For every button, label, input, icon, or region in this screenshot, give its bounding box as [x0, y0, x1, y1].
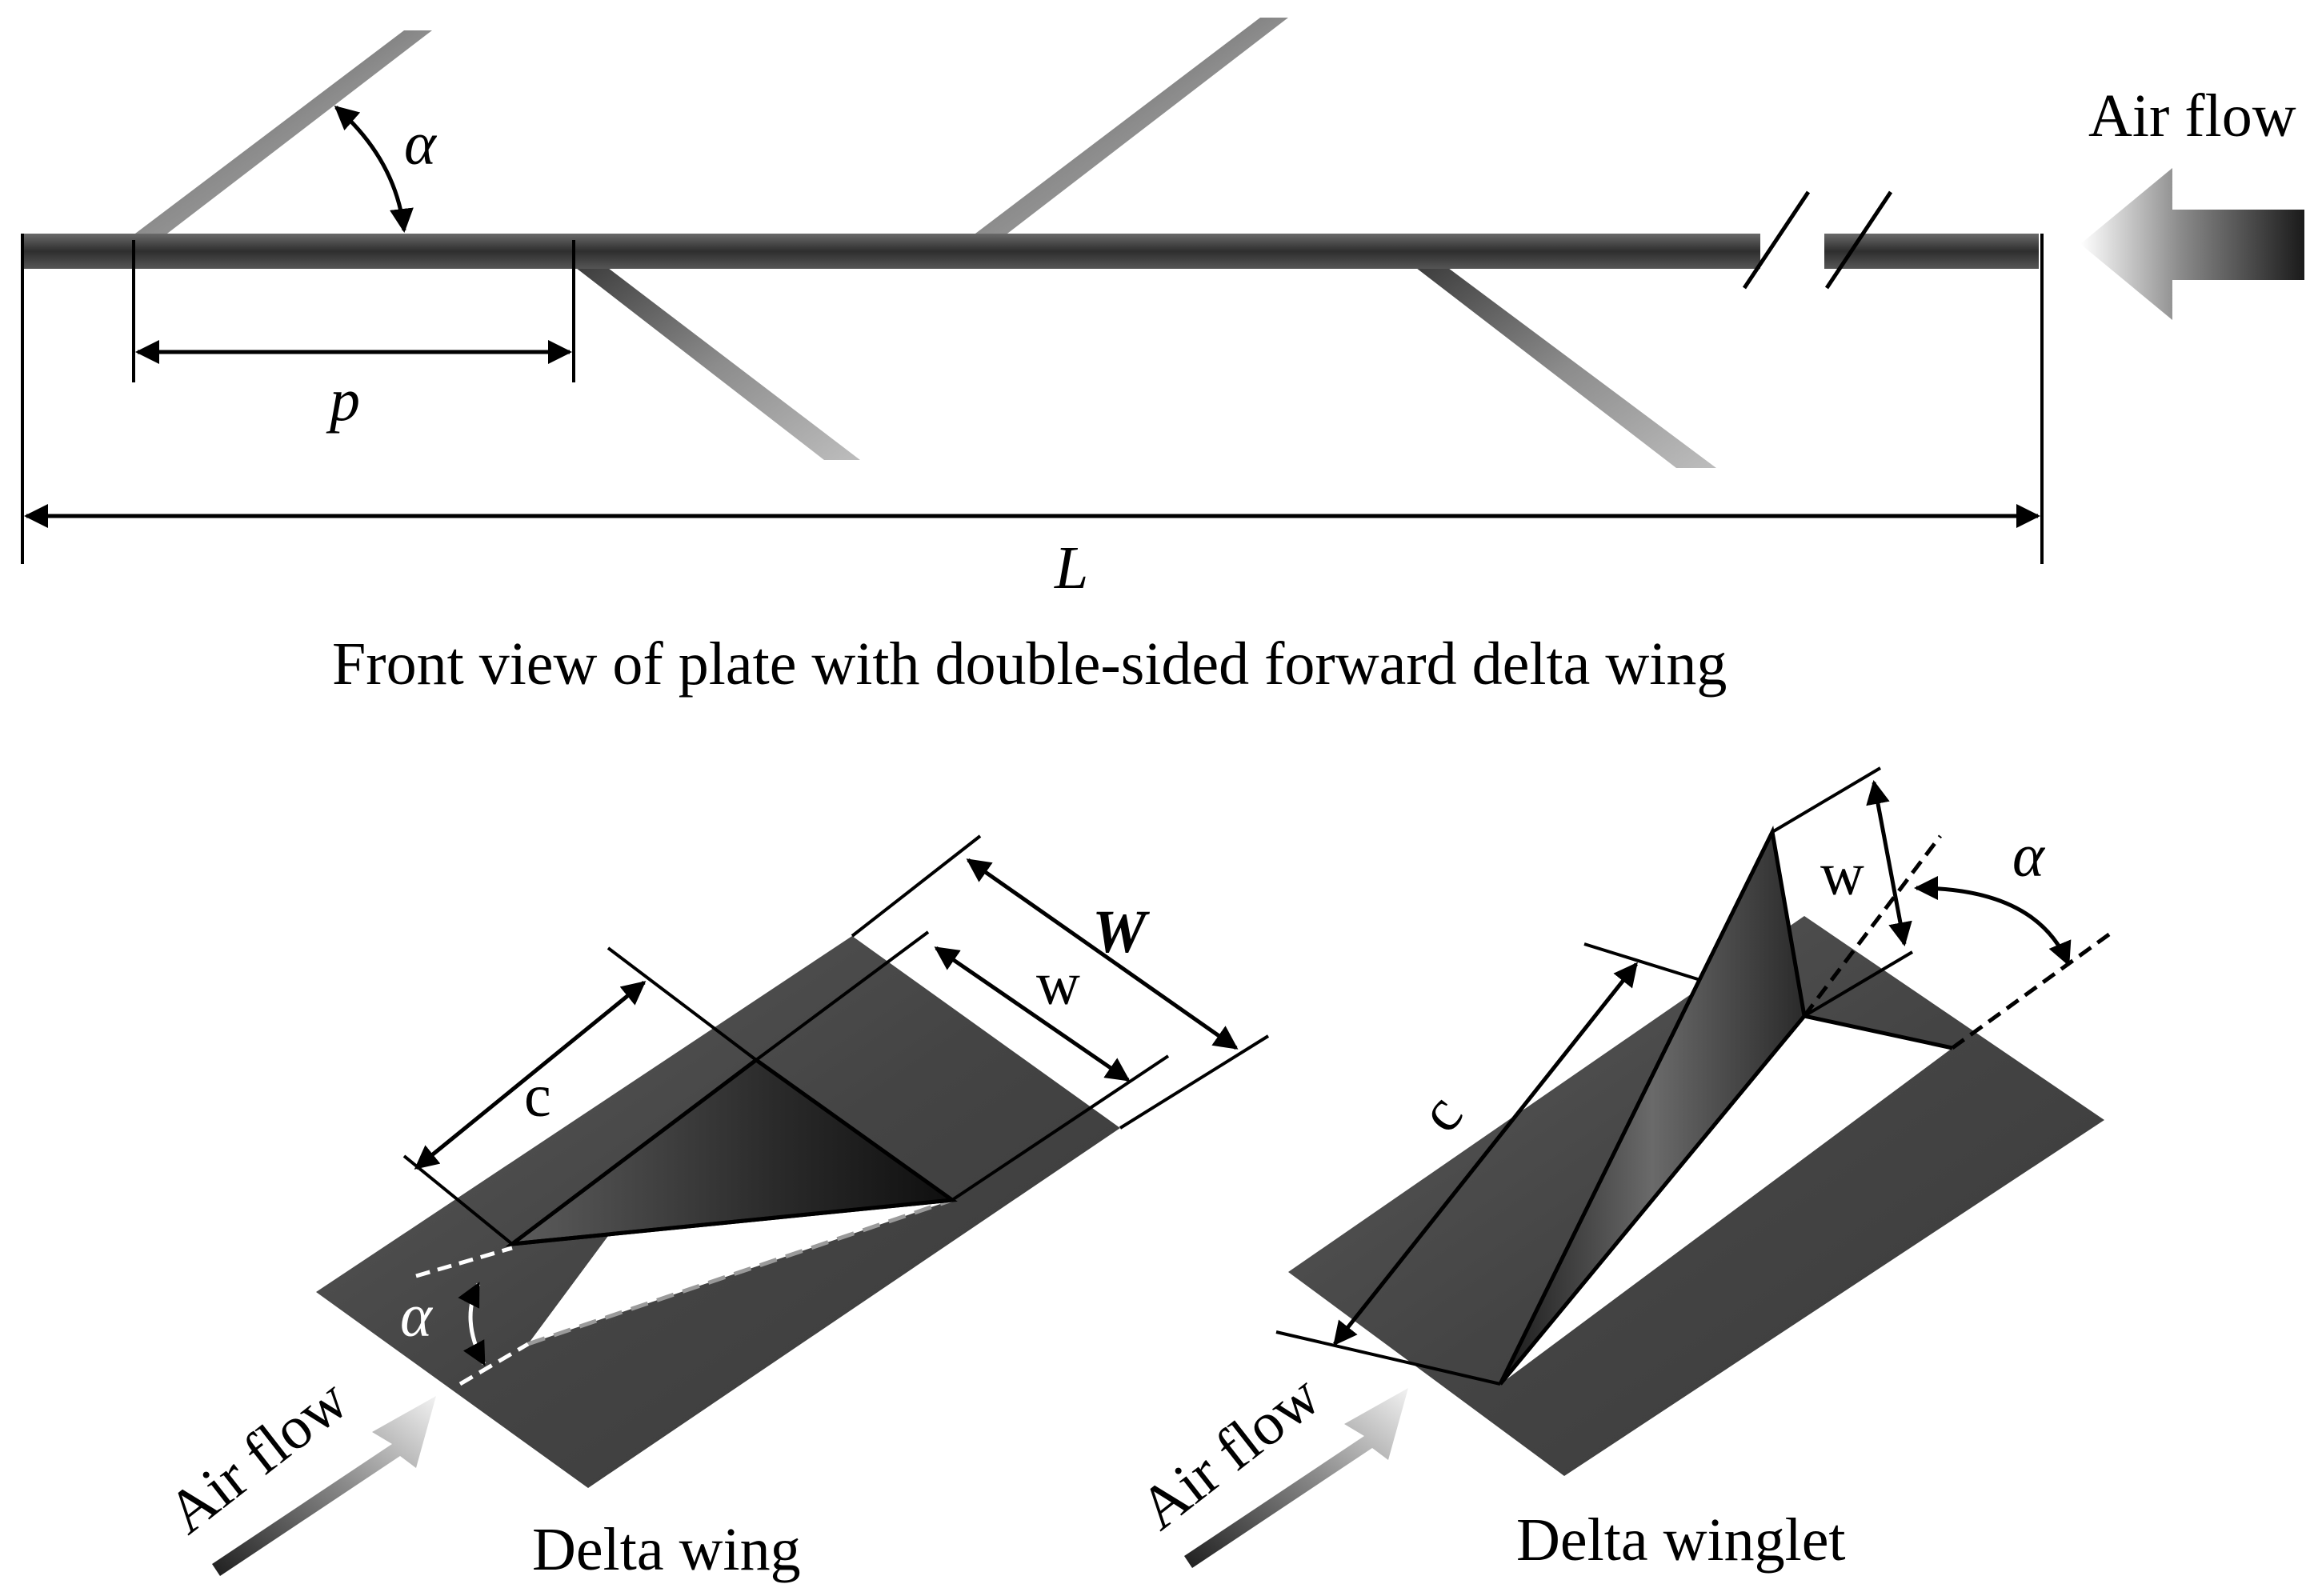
delta-winglet-angle-guide-a: [1803, 834, 1942, 1018]
break-line-2: [1824, 190, 1893, 290]
delta-winglet-view: c w α Air flow Delta winglet: [1127, 766, 2114, 1574]
delta-wing-angle-guide-b: [458, 1342, 530, 1386]
delta-wing-chord-arrow: [414, 981, 647, 1170]
delta-wing-angle-arc: [458, 1282, 486, 1366]
delta-wing-view: c W w α Air flow Delta wing: [155, 834, 1270, 1583]
delta-wing-w-ext-a: [755, 930, 930, 1062]
airflow-arrow: [2080, 168, 2304, 320]
delta-wing-w-arrow: [934, 946, 1131, 1082]
delta-winglet-w-ext-b: [1803, 950, 1914, 1018]
delta-winglet-chord-label: c: [1406, 1082, 1475, 1144]
fin-lower-left: [576, 268, 860, 460]
delta-winglet-w-label: w: [1820, 841, 1864, 908]
delta-winglet-w-ext-a: [1771, 766, 1882, 834]
plate: [22, 234, 2039, 269]
delta-winglet-angle-label: α: [2012, 822, 2046, 890]
delta-winglet-chord-arrow: [1333, 962, 1638, 1346]
delta-wing-chord-ext-b: [607, 946, 758, 1062]
delta-wing-W-ext-a: [851, 834, 982, 938]
delta-wing-edge: [511, 1198, 953, 1246]
delta-wing-airflow-arrow: [212, 1396, 436, 1576]
delta-winglet-angle-arc: [1914, 876, 2072, 966]
length-label: L: [1054, 534, 1088, 602]
delta-wing-W-label: W: [1092, 898, 1151, 966]
front-view-caption: Front view of plate with double-sided fo…: [332, 630, 1727, 698]
delta-wing-angle-label: α: [400, 1282, 434, 1350]
angle-arc: [334, 106, 414, 233]
delta-winglet-airflow-label: Air flow: [1127, 1362, 1332, 1542]
pitch-label: p: [326, 366, 360, 434]
delta-wing-chord-ext-a: [402, 1154, 514, 1246]
delta-wing-airflow-label: Air flow: [155, 1366, 360, 1546]
delta-wing-chord-label: c: [524, 1062, 551, 1130]
delta-winglet-caption: Delta winglet: [1516, 1506, 1846, 1574]
airflow-label: Air flow: [2088, 82, 2296, 150]
angle-label: α: [404, 110, 438, 178]
delta-wing-angle-guide-a: [415, 1246, 513, 1278]
delta-wing-w-ext-b: [951, 1054, 1170, 1202]
front-view: α p L Air flow Front view of plate with …: [21, 18, 2304, 698]
delta-winglet-airflow-arrow: [1184, 1388, 1408, 1568]
fin-upper-left: [132, 30, 432, 236]
delta-winglet-edge: [1804, 1014, 1953, 1050]
delta-winglet-chord-ext-b: [1583, 942, 1701, 982]
delta-winglet-chord-ext-a: [1275, 1330, 1501, 1386]
delta-winglet-w-arrow: [1866, 780, 1912, 946]
break-line-1: [1742, 190, 1811, 290]
delta-wing-w-label: w: [1036, 950, 1080, 1018]
delta-wing-W-ext-b: [1119, 1034, 1270, 1130]
fin-upper-mid: [972, 18, 1288, 236]
delta-winglet-angle-guide-b: [1951, 930, 2114, 1050]
delta-wing-caption: Delta wing: [532, 1516, 801, 1583]
fin-lower-right: [1416, 268, 1716, 468]
delta-wing-centerline: [527, 1198, 953, 1346]
